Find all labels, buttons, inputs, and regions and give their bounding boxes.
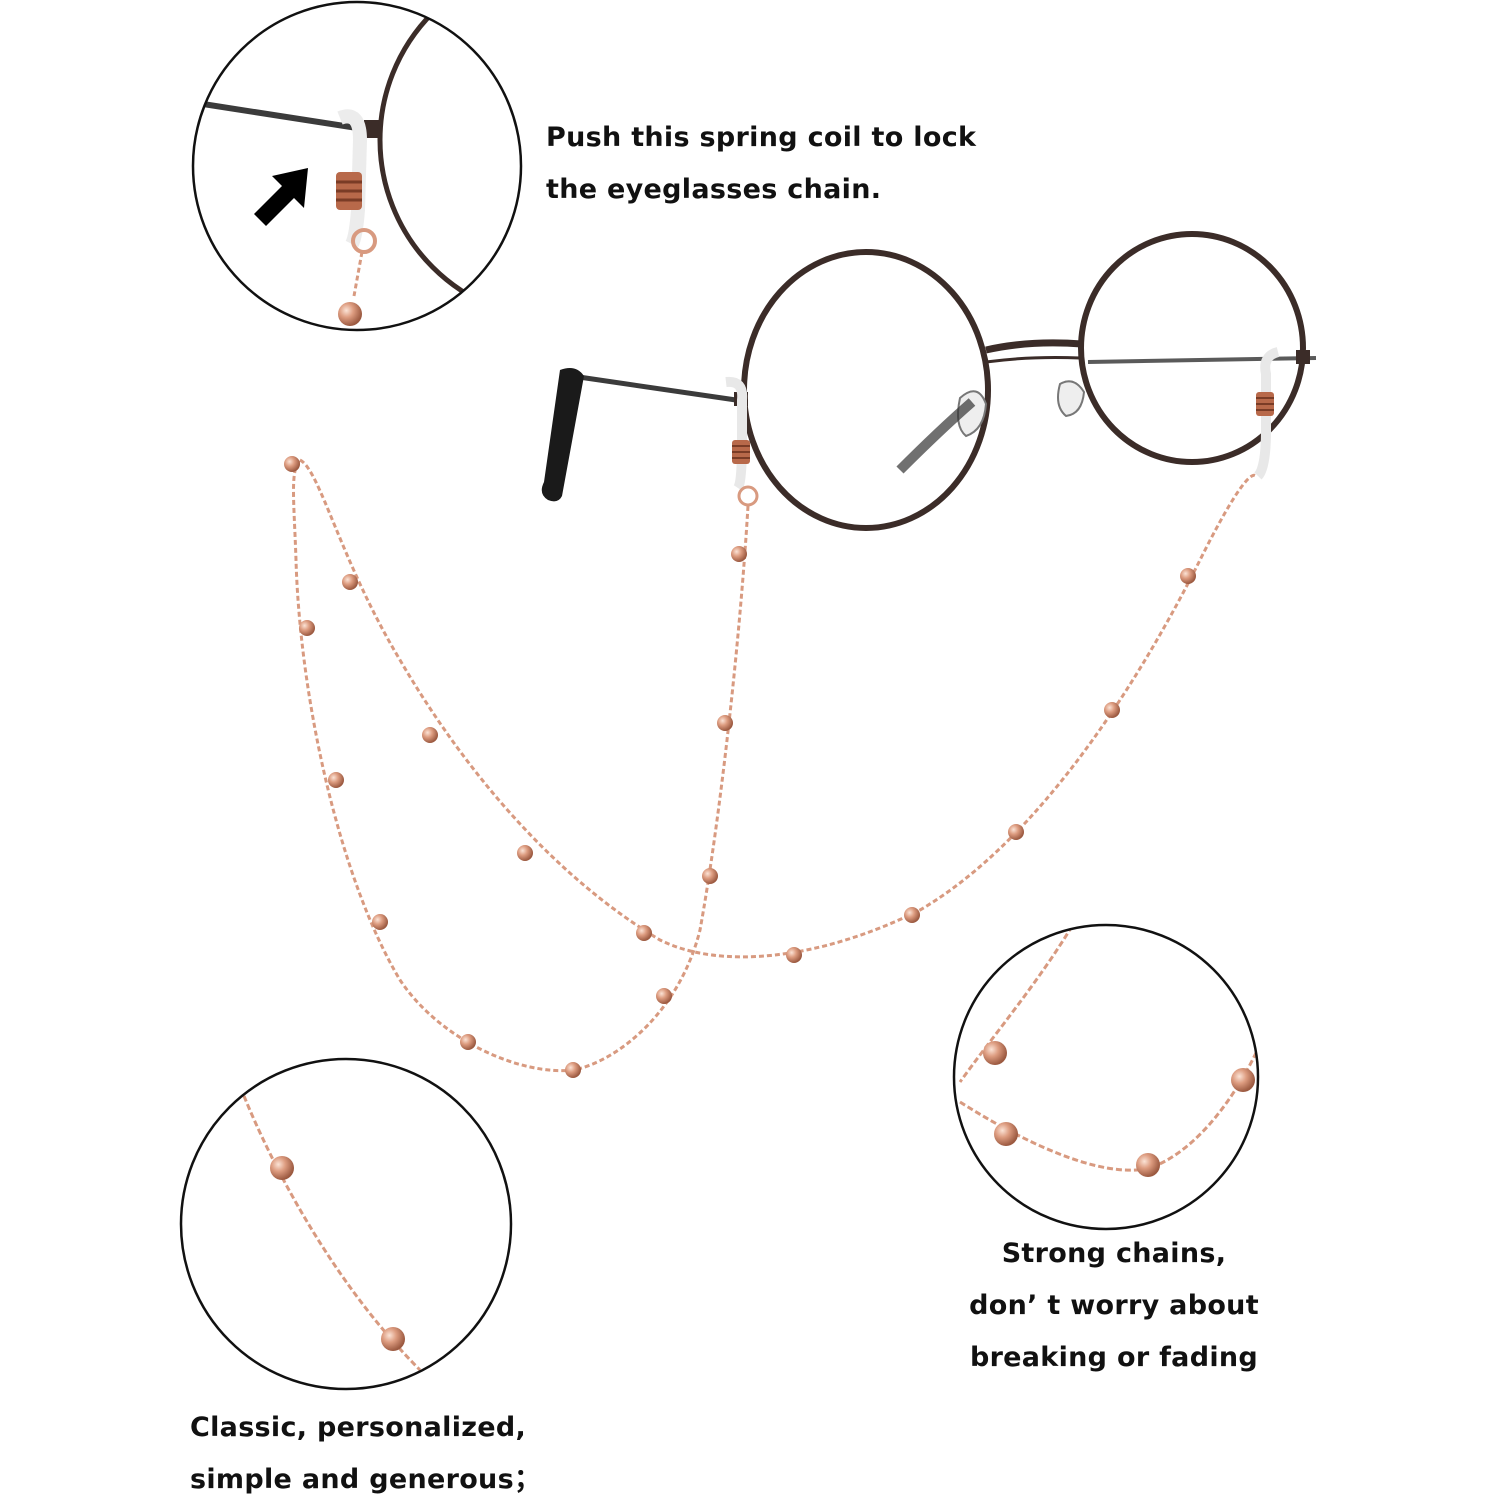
bead [1008,824,1024,840]
bridge [985,339,1083,354]
caption-classic: Classic, personalized, simple and genero… [190,1402,541,1506]
right-temple-arm [1087,356,1317,364]
caption-line: Classic, personalized, [190,1412,527,1443]
bead [786,947,802,963]
caption-line: simple and generous； [190,1464,542,1495]
caption-line: Push this spring coil to lock [546,122,977,153]
caption-line: the eyeglasses chain. [546,174,882,205]
bead [517,845,533,861]
bead [328,772,344,788]
bead [1180,568,1196,584]
detail-circle-spring-coil [191,0,523,332]
temple-tip [541,368,584,502]
caption-line: breaking or fading [969,1342,1259,1373]
eyeglasses [541,231,1317,531]
caption-line: Strong chains, [1001,1238,1227,1269]
bead [342,574,358,590]
detail-circle-strong-chains [952,923,1260,1231]
bead [731,546,747,562]
main-chain [292,458,1258,1073]
left-temple-arm [571,373,737,403]
bead [284,456,300,472]
bead [422,727,438,743]
caption-spring-coil: Push this spring coil to lock the eyegla… [546,112,976,216]
main-chain-beads [284,456,1196,1078]
bead [904,907,920,923]
bead [372,914,388,930]
bead [702,868,718,884]
right-lens [1078,231,1306,465]
bead [1104,702,1120,718]
bead [299,620,315,636]
bead [656,988,672,1004]
caption-strong-chains: Strong chains, don’ t worry about breaki… [958,1228,1270,1384]
left-lens [741,249,991,531]
arrow-pointer-icon [254,168,308,226]
bead [717,715,733,731]
bead [636,925,652,941]
caption-line: don’ t worry about [969,1290,1259,1321]
bead [565,1062,581,1078]
right-rubber-loop [1254,347,1280,480]
left-rubber-loop [725,376,759,507]
bead [460,1034,476,1050]
detail-circle-classic [179,1057,513,1391]
